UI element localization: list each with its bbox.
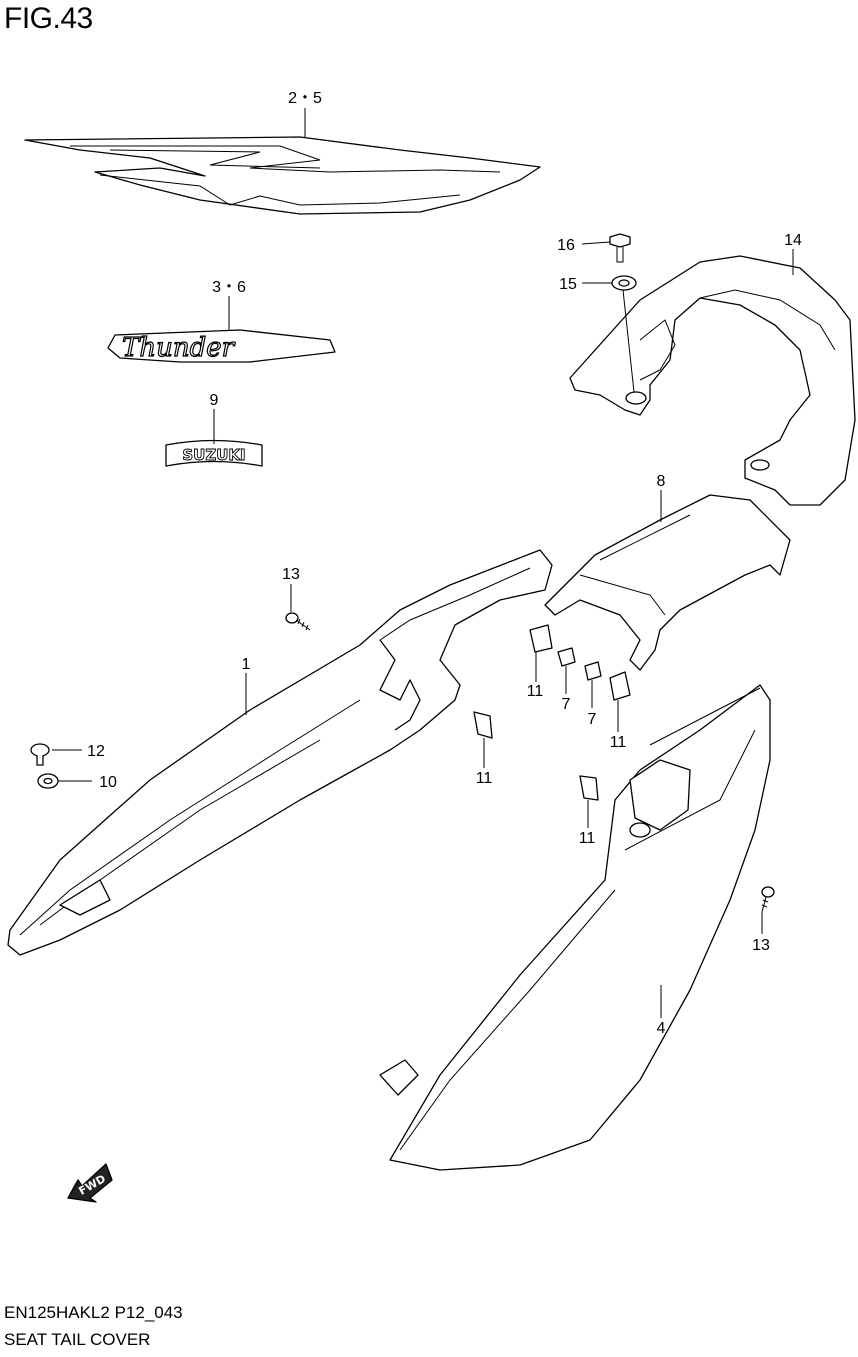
leader-lines <box>52 108 794 1018</box>
decal-thunder-logo[interactable]: Thunder <box>107 329 336 364</box>
clip-11-a[interactable] <box>529 624 553 653</box>
clip-11-c[interactable] <box>609 671 631 701</box>
callout-8: 8 <box>657 473 666 490</box>
clip-11-d[interactable] <box>579 775 599 801</box>
callout-16: 16 <box>557 237 575 254</box>
emblem-text: SUZUKI <box>182 446 245 464</box>
callout-11-b: 11 <box>476 770 493 787</box>
callout-9: 9 <box>210 392 219 409</box>
screw-13-upper[interactable] <box>285 612 311 631</box>
cushion-7-b[interactable] <box>584 661 602 681</box>
figure-title: FIG.43 <box>4 2 93 35</box>
callout-11-d: 11 <box>579 830 596 847</box>
decal-stripe[interactable] <box>24 136 541 215</box>
washer-15[interactable] <box>611 275 637 291</box>
callout-15: 15 <box>559 276 577 293</box>
clip-11-b[interactable] <box>473 711 493 739</box>
screw-13-lower[interactable] <box>761 886 775 913</box>
callout-13-lower: 13 <box>752 937 770 954</box>
center-tail-cover[interactable] <box>544 494 791 671</box>
suzuki-emblem[interactable]: SUZUKI <box>165 439 263 467</box>
callout-10: 10 <box>99 774 117 791</box>
callout-2-5: 2・5 <box>288 90 322 107</box>
callout-7-b: 7 <box>588 711 597 728</box>
rivet-12[interactable] <box>30 743 50 766</box>
callout-7-a: 7 <box>562 696 571 713</box>
callout-11-c: 11 <box>610 734 627 751</box>
cushion-7-a[interactable] <box>557 647 576 667</box>
model-code: EN125HAKL2 P12_043 <box>4 1303 183 1322</box>
callout-14: 14 <box>784 232 802 249</box>
callout-4: 4 <box>657 1020 666 1037</box>
bolt-16[interactable] <box>609 233 631 263</box>
callout-1: 1 <box>242 656 251 673</box>
left-frame-cover[interactable] <box>7 549 553 956</box>
callout-13-upper: 13 <box>282 566 300 583</box>
rear-grab-rail[interactable] <box>569 255 856 506</box>
svg-text:Thunder: Thunder <box>122 333 236 363</box>
right-frame-cover[interactable] <box>379 684 771 1171</box>
callout-3-6: 3・6 <box>212 279 246 296</box>
fwd-arrow-icon: FWD <box>67 1163 113 1203</box>
section-name: SEAT TAIL COVER <box>4 1330 151 1349</box>
grommet-10[interactable] <box>37 773 59 789</box>
callout-11-a: 11 <box>527 683 544 700</box>
callout-labels: 2・5 3・6 9 16 15 14 8 13 1 12 10 11 11 7 … <box>87 90 802 1037</box>
callout-12: 12 <box>87 743 105 760</box>
